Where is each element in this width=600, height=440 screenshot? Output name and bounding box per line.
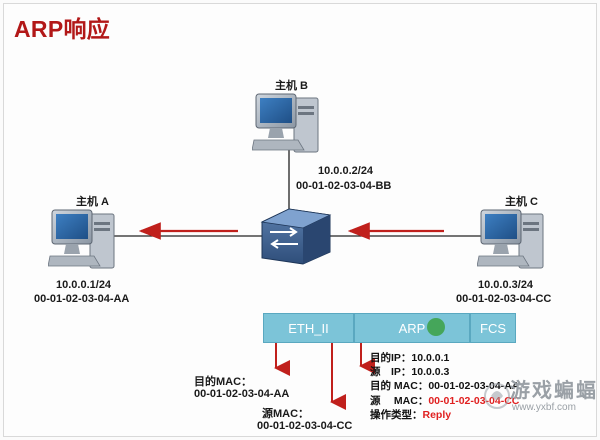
frame-segment-fcs: FCS (470, 313, 516, 343)
ethernet-frame: ETH_II ARP FCS (263, 313, 516, 343)
host-b-name: 主机 B (275, 80, 308, 92)
switch-icon (260, 208, 332, 265)
host-a-name: 主机 A (76, 196, 109, 208)
pointer-dot (427, 318, 445, 336)
host-b-ip: 10.0.0.2/24 (318, 165, 374, 177)
arp-operation: 操作类型：Reply (370, 408, 519, 422)
watermark-url: www.yxbf.com (512, 402, 576, 413)
host-c-ip: 10.0.0.3/24 (478, 279, 534, 291)
host-a-ip: 10.0.0.1/24 (56, 279, 112, 291)
watermark-logo (484, 383, 510, 409)
eth-src-mac-label: 源MAC： (262, 408, 310, 420)
desktop-computer-icon (48, 209, 115, 269)
watermark-brand: 游戏蝙蝠 (510, 380, 598, 402)
frame-segment-arp: ARP (354, 313, 470, 343)
desktop-computer-icon (477, 209, 544, 269)
host-c-mac: 00-01-02-03-04-CC (456, 293, 552, 305)
arp-op-label: 操作类型： (370, 408, 423, 421)
arp-fields: 目的IP：10.0.0.1 源 IP：10.0.0.3 目的 MAC：00-01… (370, 351, 519, 422)
arp-op-value: Reply (422, 408, 452, 421)
host-a-mac: 00-01-02-03-04-AA (34, 293, 130, 305)
arp-src-ip: 源 IP：10.0.0.3 (370, 366, 450, 379)
host-c-name: 主机 C (505, 196, 538, 208)
arp-src-mac-label: 源 MAC： (370, 394, 429, 407)
eth-dst-mac-value: 00-01-02-03-04-AA (194, 388, 290, 400)
slide-title: ARP响应 (14, 16, 111, 42)
eth-dst-mac-label: 目的MAC： (194, 376, 253, 388)
arp-dst-ip: 目的IP：10.0.0.1 (370, 352, 450, 364)
frame-segment-eth: ETH_II (263, 313, 354, 343)
arp-dst-mac: 目的 MAC：00-01-02-03-04-AA (370, 380, 520, 393)
desktop-computer-icon (252, 93, 319, 153)
host-b-mac: 00-01-02-03-04-BB (296, 180, 392, 192)
eth-src-mac-value: 00-01-02-03-04-CC (257, 420, 353, 432)
